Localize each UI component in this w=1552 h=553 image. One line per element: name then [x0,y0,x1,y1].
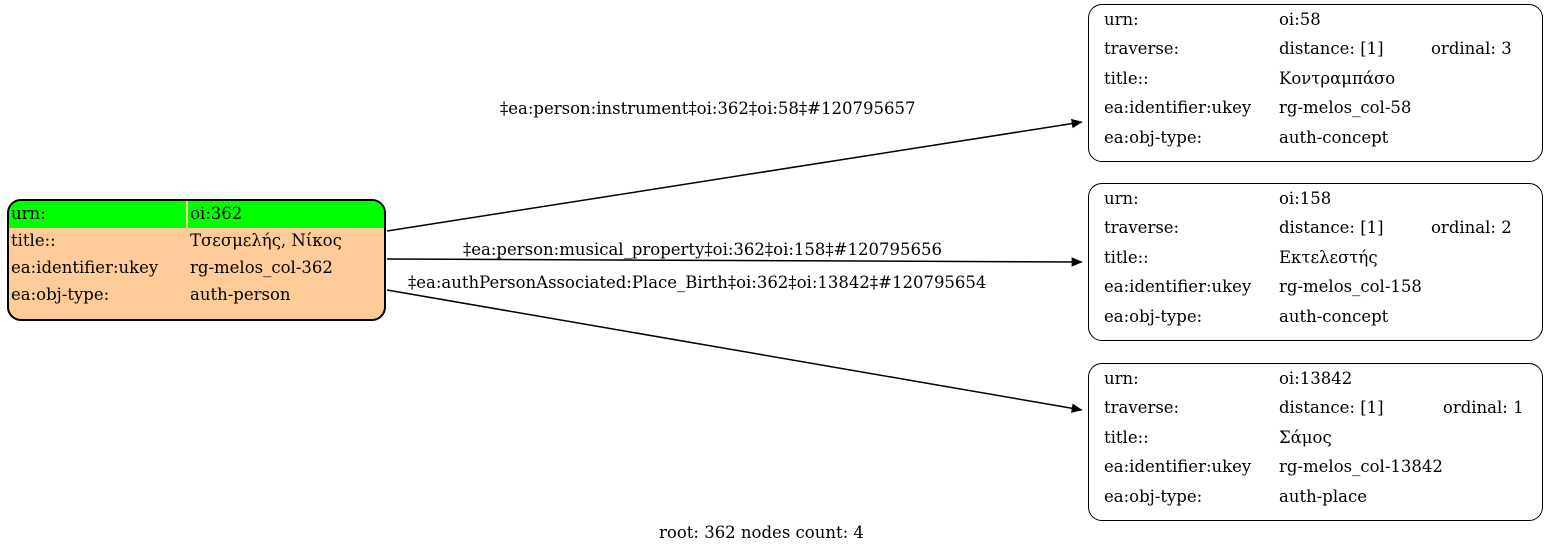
row-value: Τσεσμελής, Νίκος [190,231,342,251]
row-key: ea:obj-type: [11,285,110,305]
row-value-secondary [1431,302,1542,332]
node-auth-concept-58[interactable]: urn: oi:58 traverse: distance: [1] ordin… [1088,4,1543,162]
edge-label-musical-property: ‡ea:person:musical_property‡oi:362‡oi:15… [463,240,942,259]
table-row: ea:obj-type: auth-concept [1089,302,1542,332]
row-key: ea:obj-type: [1104,306,1203,326]
row-key: traverse: [1104,39,1180,58]
row-value: Εκτελεστής [1279,247,1378,267]
table-row: urn: oi:58 [1089,5,1542,35]
row-key: traverse: [1104,218,1180,237]
row-value-secondary [1431,64,1542,94]
row-value-secondary [1431,5,1542,35]
node-rows: urn: oi:362 title:: Τσεσμελής, Νίκος ea:… [9,201,384,309]
node-rows: urn: oi:58 traverse: distance: [1] ordin… [1089,5,1542,153]
node-auth-concept-158[interactable]: urn: oi:158 traverse: distance: [1] ordi… [1088,183,1543,341]
table-row: title:: Εκτελεστής [1089,243,1542,273]
table-row: ea:obj-type: auth-concept [1089,123,1542,153]
edge-line-instrument [386,118,1083,232]
row-value-secondary: ordinal: 3 [1431,39,1512,58]
node-auth-place-13842[interactable]: urn: oi:13842 traverse: distance: [1] or… [1088,363,1543,521]
row-key: ea:identifier:ukey [11,258,159,278]
table-row: title:: Σάμος [1089,423,1542,453]
row-key: urn: [1104,188,1139,208]
row-value-secondary [1443,482,1542,512]
edge-label-place-birth: ‡ea:authPersonAssociated:Place_Birth‡oi:… [408,273,987,292]
row-key: urn: [1104,9,1139,29]
row-value: rg-melos_col-362 [190,258,333,278]
table-row: urn: oi:13842 [1089,364,1542,394]
row-key: ea:identifier:ukey [1104,457,1252,476]
row-value: rg-melos_col-58 [1279,98,1412,117]
table-row: traverse: distance: [1] ordinal: 1 [1089,394,1542,424]
row-value-secondary [1431,94,1542,124]
table-row: ea:identifier:ukey rg-melos_col-158 [1089,273,1542,303]
row-value-secondary [1431,123,1542,153]
row-value: oi:58 [1279,9,1321,29]
row-key: ea:obj-type: [1104,127,1203,147]
table-row: urn: oi:158 [1089,184,1542,214]
row-value: Κοντραμπάσο [1279,68,1396,88]
row-key: ea:obj-type: [1104,486,1203,506]
node-auth-person-362[interactable]: urn: oi:362 title:: Τσεσμελής, Νίκος ea:… [7,199,386,321]
row-value: oi:362 [188,201,384,228]
table-row: traverse: distance: [1] ordinal: 2 [1089,214,1542,244]
table-row: urn: oi:362 [9,201,384,228]
table-row: title:: Τσεσμελής, Νίκος [9,228,384,255]
row-value-secondary [1431,243,1542,273]
row-key: title:: [1104,68,1149,88]
row-value-secondary [1431,184,1542,214]
row-key: title:: [11,231,56,251]
row-value: Σάμος [1279,427,1332,447]
row-value: rg-melos_col-13842 [1279,457,1443,476]
edge-line-musical-property [386,257,1083,267]
row-key: traverse: [1104,398,1180,417]
row-value: distance: [1] [1279,398,1384,417]
row-key: urn: [9,201,188,228]
node-rows: urn: oi:13842 traverse: distance: [1] or… [1089,364,1542,512]
row-value: auth-concept [1279,306,1389,326]
row-key: title:: [1104,247,1149,267]
node-rows: urn: oi:158 traverse: distance: [1] ordi… [1089,184,1542,332]
row-value: auth-place [1279,486,1367,506]
table-row: title:: Κοντραμπάσο [1089,64,1542,94]
row-key: urn: [1104,368,1139,388]
table-row: ea:obj-type: auth-person [9,282,384,309]
row-value: auth-person [190,285,291,305]
row-value: rg-melos_col-158 [1279,277,1422,296]
table-row: ea:obj-type: auth-place [1089,482,1542,512]
row-value-secondary [1443,423,1542,453]
table-row: ea:identifier:ukey rg-melos_col-13842 [1089,453,1542,483]
row-value-secondary [1443,364,1542,394]
row-value: distance: [1] [1279,218,1384,237]
table-row: ea:identifier:ukey rg-melos_col-58 [1089,94,1542,124]
row-value: auth-concept [1279,127,1389,147]
row-value: oi:13842 [1279,368,1353,388]
edge-line-place-birth [386,289,1083,413]
row-value-secondary: ordinal: 2 [1431,218,1512,237]
row-key: title:: [1104,427,1149,447]
row-value: oi:158 [1279,188,1332,208]
graph-caption: root: 362 nodes count: 4 [659,523,864,542]
row-value-secondary: ordinal: 1 [1442,398,1524,417]
row-value: distance: [1] [1279,39,1384,58]
row-value-secondary [1431,273,1542,303]
table-row: ea:identifier:ukey rg-melos_col-362 [9,255,384,282]
edge-label-instrument: ‡ea:person:instrument‡oi:362‡oi:58‡#1207… [500,99,916,118]
row-key: ea:identifier:ukey [1104,277,1252,296]
table-row: traverse: distance: [1] ordinal: 3 [1089,35,1542,65]
row-value-secondary [1443,453,1542,483]
row-key: ea:identifier:ukey [1104,98,1252,117]
